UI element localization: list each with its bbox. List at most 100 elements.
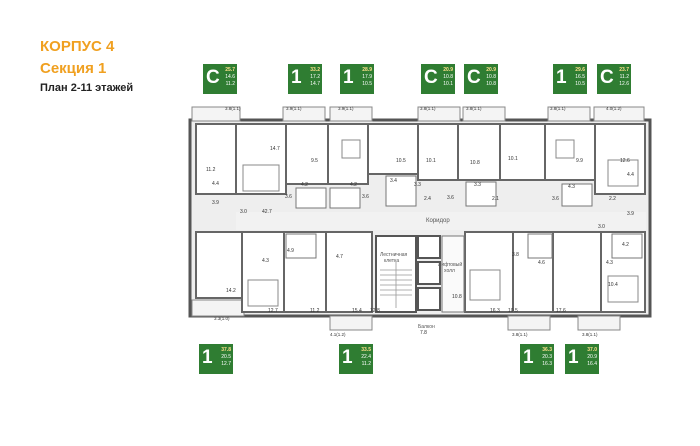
apartment-type: C — [467, 67, 481, 88]
room-area: 3.3 — [414, 182, 421, 188]
kitchen-area: 12.7 — [221, 361, 231, 367]
room-area: 10.8 — [470, 160, 480, 166]
bathroom — [465, 181, 497, 207]
living-area: 20.9 — [587, 354, 597, 360]
room-area: 10.8 — [452, 294, 462, 300]
total-area: 37.0 — [587, 347, 597, 353]
total-area: 37.8 — [221, 347, 231, 353]
total-area: 23.7 — [619, 67, 629, 73]
room — [417, 123, 459, 181]
room — [544, 123, 596, 181]
total-area: 29.6 — [575, 67, 585, 73]
stairwell-label: Лестничная — [380, 252, 408, 258]
balcony — [329, 315, 373, 331]
room-area: 4.7 — [336, 254, 343, 260]
kitchen-area: 11.2 — [361, 361, 371, 367]
kitchen-area: 11.2 — [225, 81, 235, 87]
room-area: 3.6 — [447, 195, 454, 201]
living-area: 17.9 — [362, 74, 372, 80]
room-area: 14.2 — [226, 288, 236, 294]
total-area: 36.3 — [542, 347, 552, 353]
balcony-dim: 3.8(1.1) — [582, 332, 598, 337]
room-area: 4.4 — [627, 172, 634, 178]
balcony-dim: 3.3(1.0) — [214, 316, 230, 321]
balcony-dim: 3.8(1.1) — [512, 332, 528, 337]
room — [367, 123, 419, 175]
room-area: 3.6 — [362, 194, 369, 200]
balcony — [417, 106, 461, 122]
living-area: 20.5 — [221, 354, 231, 360]
room-area: 3.0 — [598, 224, 605, 230]
room-area: 3.9 — [627, 211, 634, 217]
total-area: 20.9 — [486, 67, 496, 73]
balcony — [577, 315, 621, 331]
room-area: 3.8 — [512, 252, 519, 258]
balcony — [593, 106, 645, 122]
apartment-type: C — [206, 67, 220, 88]
balcony-dim: 3.8(1.1) — [550, 106, 566, 111]
apartment-type: 1 — [556, 67, 567, 88]
room-area: 3.4 — [390, 178, 397, 184]
elevator-hall-label: холл — [444, 268, 455, 274]
room-area: 10.5 — [508, 308, 518, 314]
kitchen-area: 16.4 — [587, 361, 597, 367]
room-area: 4.4 — [212, 181, 219, 187]
room-area: 10.5 — [396, 158, 406, 164]
bathroom — [611, 233, 643, 259]
table — [341, 139, 361, 159]
apartment-type: C — [600, 67, 614, 88]
room-area: 11.2 — [206, 167, 216, 173]
room — [464, 231, 514, 313]
total-area: 33.2 — [310, 67, 320, 73]
section-title: Секция 1 — [40, 60, 107, 77]
room-area: 3.3 — [474, 182, 481, 188]
bathroom — [385, 175, 417, 207]
total-area: 25.7 — [225, 67, 235, 73]
living-area: 20.3 — [542, 354, 552, 360]
elevator-hall — [441, 235, 465, 313]
living-area: 22.4 — [361, 354, 371, 360]
room-area: 10.1 — [508, 156, 518, 162]
kitchen-area: 14.7 — [310, 81, 320, 87]
room — [327, 123, 369, 185]
corridor — [236, 212, 646, 230]
elevator — [417, 287, 441, 311]
room — [285, 123, 329, 185]
apartment-type: 1 — [523, 347, 534, 368]
kitchen-area: 10.8 — [486, 81, 496, 87]
bed — [607, 275, 639, 303]
room — [457, 123, 501, 181]
apartment-type: 1 — [202, 347, 213, 368]
kitchen-area: 10.1 — [443, 81, 453, 87]
room-area: 2.1 — [492, 196, 499, 202]
balcony-dim: 4.0(1.2) — [606, 106, 622, 111]
room-area: 9.5 — [311, 158, 318, 164]
balcony-dim: 4.1(1.2) — [330, 332, 346, 337]
room-area: 2.2 — [609, 196, 616, 202]
room-area: 3.0 — [240, 209, 247, 215]
room-area: 2.4 — [424, 196, 431, 202]
apartment-type: C — [424, 67, 438, 88]
room — [552, 231, 602, 313]
bathroom — [329, 187, 361, 209]
room-area: 4.3 — [606, 260, 613, 266]
balcony-label: Балкон — [418, 324, 435, 330]
bed — [607, 159, 639, 187]
balcony-dim: 3.9(1.1) — [286, 106, 302, 111]
balcony — [282, 106, 326, 122]
balcony — [191, 299, 245, 317]
balcony-dim: 3.8(1.1) — [466, 106, 482, 111]
apartment-type: 1 — [568, 347, 579, 368]
